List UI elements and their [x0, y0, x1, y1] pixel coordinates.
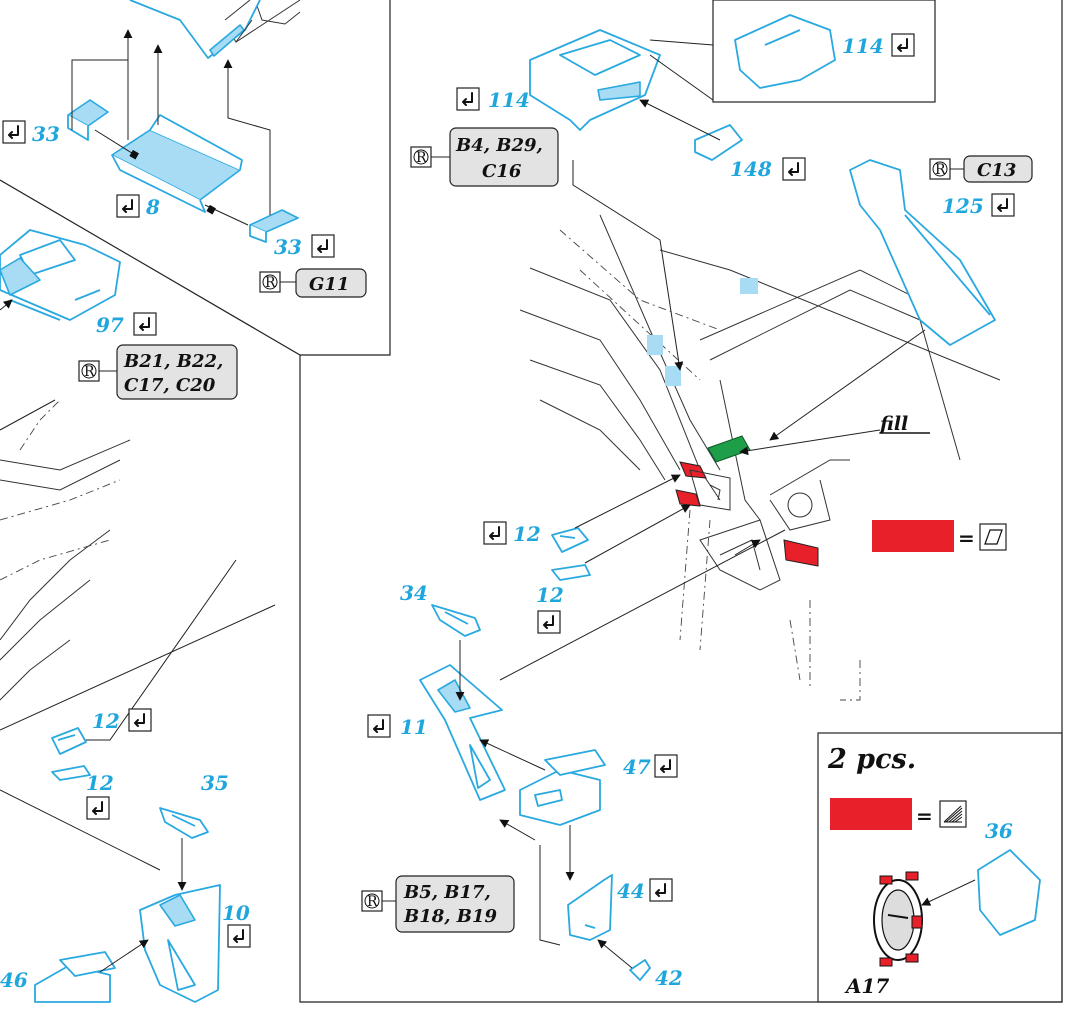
- bend-check-icon: [649, 878, 673, 902]
- part-8-shape: [111, 114, 243, 213]
- hull-blue-mark-3: [665, 366, 681, 386]
- part-33b-shape: [249, 209, 299, 243]
- svg-text:B21, B22,: B21, B22,: [123, 351, 223, 372]
- part-number-47: 47: [623, 755, 651, 779]
- leader-36: [921, 879, 976, 906]
- part-148-shape: [694, 124, 743, 161]
- part-35-shape: [159, 807, 209, 839]
- part-114-shape: [529, 29, 661, 131]
- part-number-148: 148: [730, 157, 772, 181]
- part-number-12c: 12: [92, 709, 120, 733]
- part-97-shape: [0, 229, 121, 321]
- hull-blue-mark-2: [647, 335, 663, 355]
- part-number-114b: 114: [842, 34, 884, 58]
- svg-text:B18, B19: B18, B19: [403, 906, 498, 927]
- svg-text:R: R: [935, 162, 946, 178]
- part-10-shape: [139, 884, 221, 1003]
- svg-text:C13: C13: [977, 160, 1016, 181]
- svg-text:B5, B17,: B5, B17,: [403, 882, 491, 903]
- part-number-46: 46: [0, 968, 28, 992]
- paint-legend-flat: =: [872, 520, 1007, 552]
- part-number-35: 35: [201, 771, 229, 795]
- ref-b21-b22-c17-c20: R B21, B22, C17, C20: [78, 344, 238, 400]
- svg-text:R: R: [367, 894, 378, 910]
- part-125-shape: [849, 159, 996, 346]
- part-number-97: 97: [96, 313, 124, 337]
- ref-g11: R G11: [259, 268, 367, 298]
- bend-check-icon: [311, 234, 335, 258]
- bend-check-icon: [537, 610, 561, 634]
- svg-text:=: =: [916, 804, 933, 828]
- check-boxes: [2, 33, 1015, 948]
- part-number-36: 36: [985, 819, 1013, 843]
- svg-text:=: =: [958, 526, 975, 550]
- part-44-shape: [567, 874, 613, 941]
- leaders-top-left: [0, 29, 271, 431]
- svg-text:R: R: [265, 275, 276, 291]
- svg-text:R: R: [84, 364, 95, 380]
- part-12a-shape: [551, 527, 589, 553]
- svg-text:C17, C20: C17, C20: [124, 375, 216, 396]
- flat-surface-icon: [979, 523, 1007, 551]
- paint-markers: [675, 435, 819, 567]
- part-34-shape: [431, 604, 481, 637]
- a17-shape: [873, 871, 923, 967]
- quantity-label: 2 pcs.: [827, 744, 916, 775]
- svg-text:C16: C16: [482, 161, 522, 182]
- bend-check-icon: [456, 87, 480, 111]
- svg-text:B4, B29,: B4, B29,: [455, 135, 543, 156]
- bend-check-icon: [2, 120, 26, 144]
- bend-check-icon: [116, 194, 140, 218]
- ref-b5-b17-b18-b19: R B5, B17, B18, B19: [361, 875, 515, 933]
- part-number-labels: 33 8 33 97 114 114 148 125 12 12 34 11 4…: [0, 34, 1013, 992]
- part-number-12b: 12: [536, 583, 564, 607]
- bend-check-icon: [654, 754, 678, 778]
- part-42-shape: [629, 959, 651, 981]
- bend-check-icon: [86, 796, 110, 820]
- part-number-33b: 33: [274, 235, 302, 259]
- part-number-44: 44: [617, 879, 645, 903]
- part-number-125: 125: [942, 194, 984, 218]
- part-number-12d: 12: [86, 771, 114, 795]
- bend-check-icon: [227, 924, 251, 948]
- part-number-33a: 33: [32, 122, 60, 146]
- leaders-bottom-left: [99, 838, 187, 973]
- part-114-detail: [734, 14, 836, 89]
- part-11-shape: [419, 664, 506, 801]
- part-number-12a: 12: [513, 522, 541, 546]
- svg-text:R: R: [416, 150, 427, 166]
- bend-check-icon: [483, 521, 507, 545]
- bend-check-icon: [891, 33, 915, 57]
- part-97-fill: [0, 257, 41, 296]
- ref-b4-b29-c16: R B4, B29, C16: [410, 127, 559, 187]
- a17-label: A17: [844, 974, 889, 998]
- part-number-10: 10: [222, 901, 250, 925]
- bend-check-icon: [991, 193, 1015, 217]
- part-number-8: 8: [145, 195, 160, 219]
- bend-check-icon: [128, 708, 152, 732]
- part-12d-shape: [51, 765, 91, 781]
- part-number-114a: 114: [488, 88, 530, 112]
- fill-label: fill: [878, 413, 908, 435]
- bend-check-icon: [782, 157, 806, 181]
- part-46-shape: [34, 951, 116, 1003]
- bend-check-icon: [367, 714, 391, 738]
- hull-blue-mark: [740, 278, 758, 294]
- hull-structure: [0, 0, 1001, 701]
- part-number-42: 42: [655, 966, 683, 990]
- svg-text:G11: G11: [309, 274, 349, 295]
- part-36-shape: [977, 849, 1041, 936]
- part-47-shape: [519, 749, 606, 826]
- part-number-11: 11: [400, 715, 428, 739]
- part-33a-shape: [67, 99, 109, 141]
- part-12c-shape: [51, 727, 87, 755]
- bend-check-icon: [133, 312, 157, 336]
- part-number-34: 34: [400, 581, 428, 605]
- part-12b-shape: [551, 564, 591, 581]
- ref-c13: R C13: [929, 155, 1033, 183]
- paint-legend-texture: =: [830, 798, 967, 830]
- top-bracket-shape: [129, 0, 261, 59]
